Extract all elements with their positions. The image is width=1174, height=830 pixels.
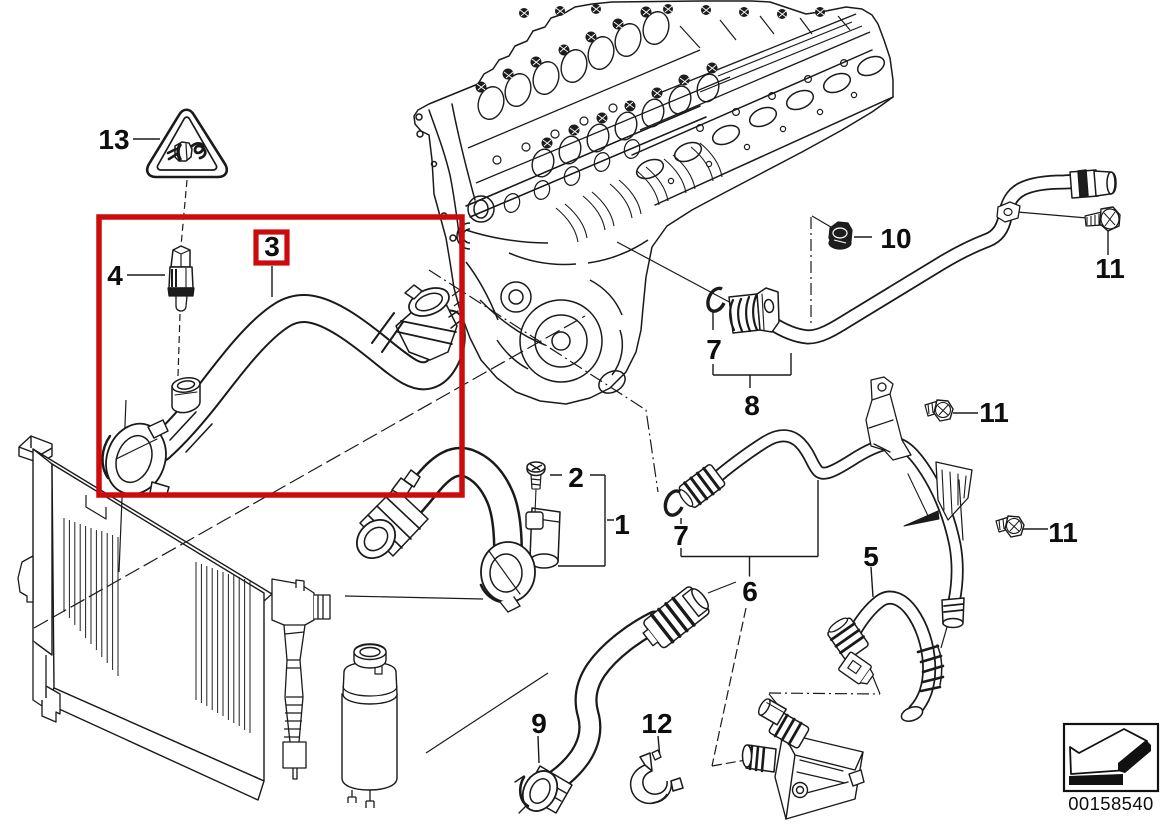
svg-text:11: 11 xyxy=(1095,253,1125,284)
svg-text:00158540: 00158540 xyxy=(1068,793,1154,814)
svg-text:7: 7 xyxy=(673,520,689,551)
svg-text:1: 1 xyxy=(614,509,630,540)
svg-text:5: 5 xyxy=(863,541,879,572)
svg-text:4: 4 xyxy=(107,260,123,291)
svg-text:11: 11 xyxy=(979,397,1009,428)
svg-text:10: 10 xyxy=(880,223,911,254)
svg-text:8: 8 xyxy=(744,390,760,421)
svg-text:3: 3 xyxy=(264,231,280,262)
svg-text:2: 2 xyxy=(568,462,584,493)
svg-text:9: 9 xyxy=(531,708,547,739)
svg-text:6: 6 xyxy=(742,576,758,607)
svg-text:7: 7 xyxy=(706,334,722,365)
svg-text:12: 12 xyxy=(641,708,672,739)
svg-text:13: 13 xyxy=(98,124,129,155)
svg-text:11: 11 xyxy=(1048,517,1078,548)
